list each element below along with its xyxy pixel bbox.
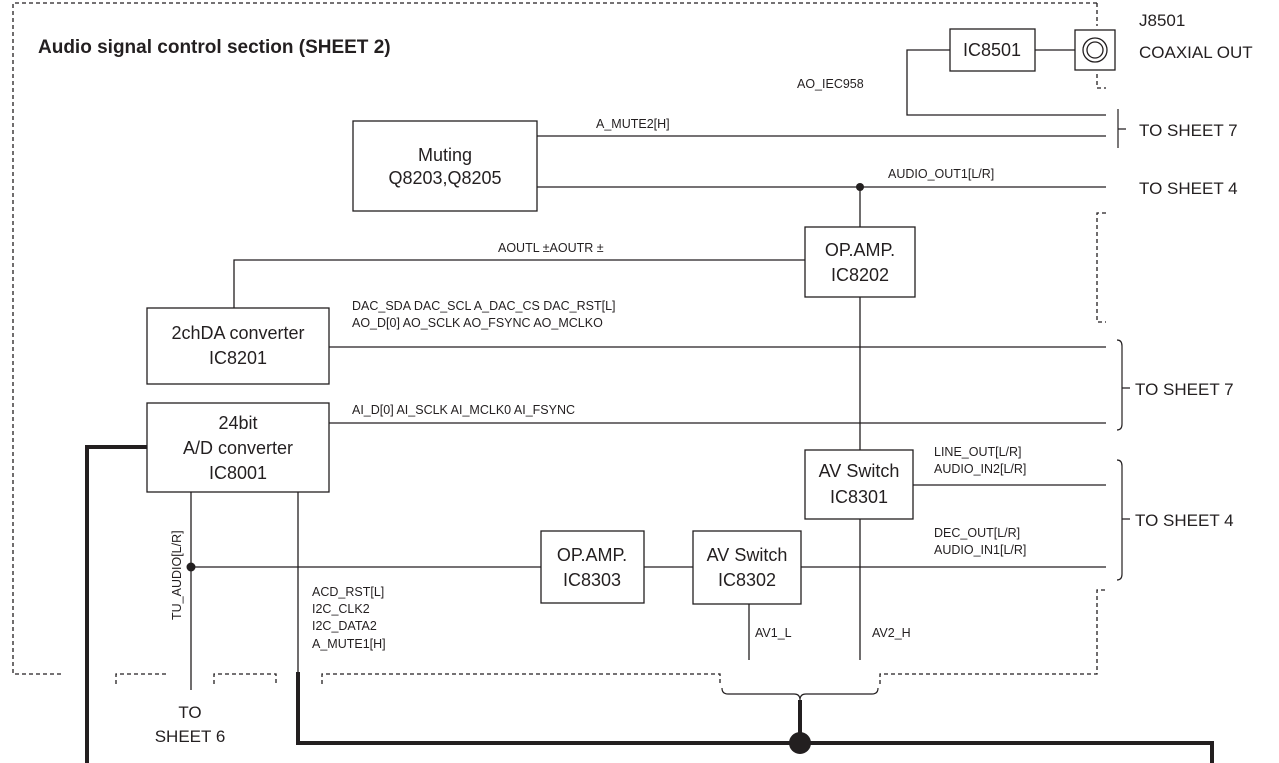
- dac-ic8201-label-line2: IC8201: [209, 348, 267, 368]
- muting-block: [352, 120, 538, 212]
- adc-ic8001-block: [146, 402, 330, 493]
- dest-sheet7-mid: TO SHEET 7: [1135, 380, 1234, 399]
- avswitch-ic8302-label-line1: AV Switch: [707, 545, 788, 565]
- signal-av2-h: AV2_H: [872, 626, 911, 640]
- signal-line-out: LINE_OUT[L/R]: [934, 445, 1022, 459]
- adc-ic8001-label-line3: IC8001: [209, 463, 267, 483]
- signal-dac-line2: AO_D[0] AO_SCLK AO_FSYNC AO_MCLKO: [352, 316, 603, 330]
- junction-dot: [789, 732, 811, 754]
- dac-ic8201-block: [146, 307, 330, 385]
- opamp-ic8202-block: [804, 226, 916, 298]
- opamp-ic8303-label-line2: IC8303: [563, 570, 621, 590]
- connector-label: COAXIAL OUT: [1139, 43, 1253, 62]
- dest-sheet4-top: TO SHEET 4: [1139, 179, 1238, 198]
- avswitch-ic8301-label-line2: IC8301: [830, 487, 888, 507]
- connector-ref: J8501: [1139, 11, 1185, 30]
- adc-ic8001-label-line1: 24bit: [218, 413, 257, 433]
- section-title: Audio signal control section (SHEET 2): [38, 37, 391, 58]
- opamp-ic8303-label-line1: OP.AMP.: [557, 545, 627, 565]
- signal-i2c-clk2: I2C_CLK2: [312, 602, 370, 616]
- signal-a-mute1: A_MUTE1[H]: [312, 637, 386, 651]
- signal-acd-rst: ACD_RST[L]: [312, 585, 384, 599]
- section-boundary: [12, 2, 1106, 684]
- muting-label-line1: Muting: [418, 145, 472, 165]
- avswitch-ic8302-block: [692, 530, 802, 605]
- signal-aout: AOUTL ±AOUTR ±: [498, 241, 604, 255]
- opamp-ic8202-label-line2: IC8202: [831, 265, 889, 285]
- signal-tu-audio: TU_AUDIO[L/R]: [170, 530, 184, 620]
- dest-sheet6-line2: SHEET 6: [155, 727, 226, 746]
- signal-audio-out1: AUDIO_OUT1[L/R]: [888, 167, 994, 181]
- avswitch-ic8301-label-line1: AV Switch: [819, 461, 900, 481]
- signal-a-mute2: A_MUTE2[H]: [596, 117, 670, 131]
- junction-dot: [856, 183, 864, 191]
- main-bus: [85, 445, 1214, 763]
- muting-label-line2: Q8203,Q8205: [388, 168, 501, 188]
- ic8501-block: [949, 28, 1036, 72]
- coaxial-jack-icon: [1074, 29, 1116, 71]
- dac-ic8201-label-line1: 2chDA converter: [171, 323, 304, 343]
- ic8501-label: IC8501: [963, 40, 1021, 60]
- adc-ic8001-label-line2: A/D converter: [183, 438, 293, 458]
- dest-sheet7-top: TO SHEET 7: [1139, 121, 1238, 140]
- opamp-ic8303-block: [540, 530, 645, 604]
- signal-i2c-data2: I2C_DATA2: [312, 619, 377, 633]
- destination-brackets: [721, 109, 1130, 701]
- signal-dec-out: DEC_OUT[L/R]: [934, 526, 1020, 540]
- avswitch-ic8301-block: [804, 449, 914, 520]
- signal-av1-l: AV1_L: [755, 626, 792, 640]
- avswitch-ic8302-label-line2: IC8302: [718, 570, 776, 590]
- signal-ao-iec958: AO_IEC958: [797, 77, 864, 91]
- junction-dot: [186, 562, 196, 572]
- signal-audio-in2: AUDIO_IN2[L/R]: [934, 462, 1026, 476]
- opamp-ic8202-label-line1: OP.AMP.: [825, 240, 895, 260]
- signal-adc-line: AI_D[0] AI_SCLK AI_MCLK0 AI_FSYNC: [352, 403, 575, 417]
- dest-sheet6-line1: TO: [178, 703, 201, 722]
- dest-sheet4-bottom: TO SHEET 4: [1135, 511, 1234, 530]
- signal-dac-line1: DAC_SDA DAC_SCL A_DAC_CS DAC_RST[L]: [352, 299, 616, 313]
- signal-audio-in1: AUDIO_IN1[L/R]: [934, 543, 1026, 557]
- signal-wires: [190, 49, 1106, 690]
